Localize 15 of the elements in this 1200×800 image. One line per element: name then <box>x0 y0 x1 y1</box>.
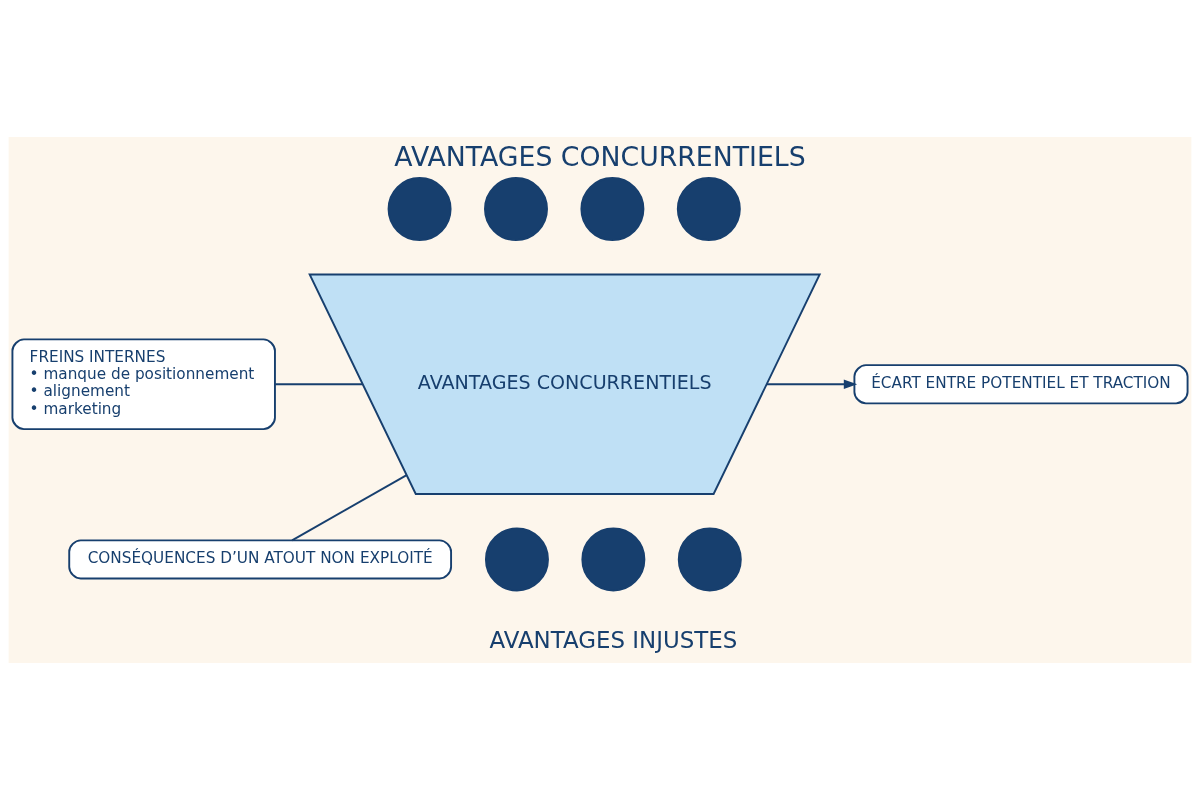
node-circle <box>581 527 646 592</box>
node-box: FREINS INTERNES • manque de positionnement • alignement • marketing <box>11 338 276 431</box>
node-circle <box>580 177 645 242</box>
connector <box>274 383 364 386</box>
node-box: ÉCART ENTRE POTENTIEL ET TRACTION <box>853 364 1189 405</box>
node-circle <box>387 177 452 242</box>
node-box: CONSÉQUENCES D’UN ATOUT NON EXPLOITÉ <box>68 539 453 580</box>
label: AVANTAGES INJUSTES <box>489 626 738 653</box>
node-circle <box>676 177 741 242</box>
node-circle <box>677 527 742 592</box>
node-circle <box>484 527 549 592</box>
connector <box>291 474 408 542</box>
diagram-title: AVANTAGES CONCURRENTIELS <box>394 141 806 173</box>
arrow <box>766 379 858 389</box>
node-circle <box>484 177 548 242</box>
